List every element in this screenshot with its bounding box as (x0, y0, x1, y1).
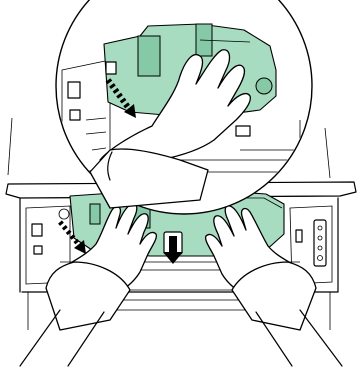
arrow-down-icon (163, 232, 183, 264)
